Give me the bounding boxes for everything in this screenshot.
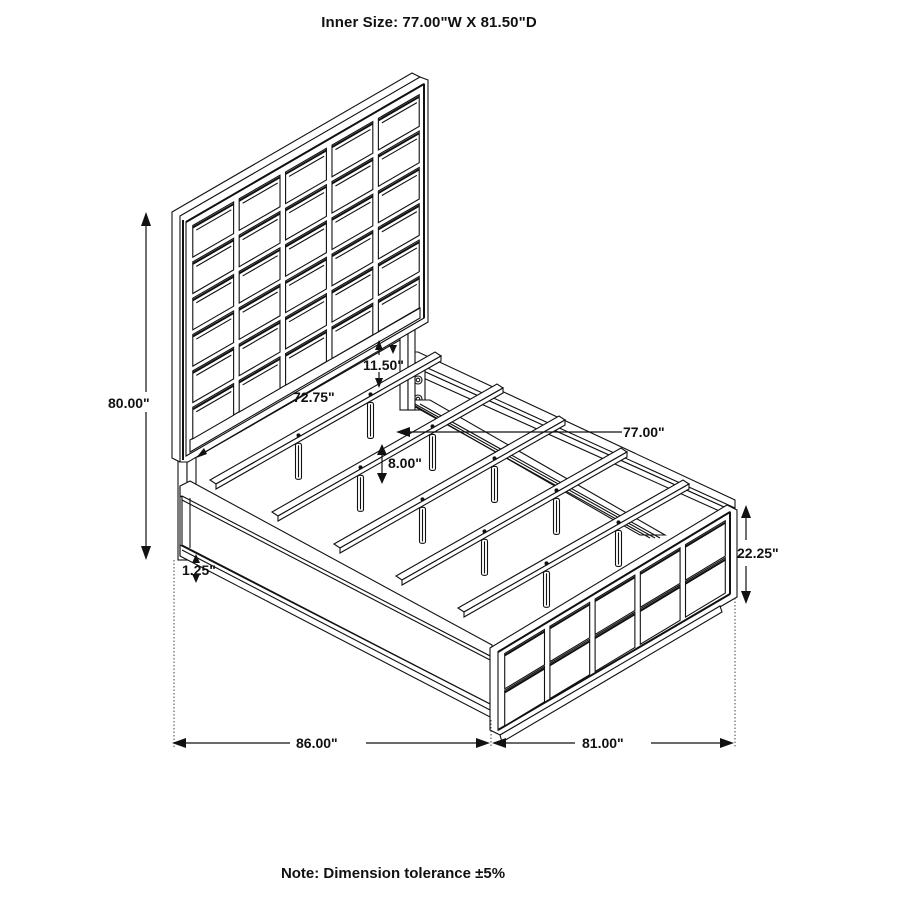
footboard-panel — [549, 638, 591, 700]
slat — [332, 415, 567, 554]
headboard-panel — [331, 120, 374, 178]
extension-lines — [173, 560, 736, 748]
dim-overall-width — [492, 738, 734, 748]
headboard-panel — [331, 265, 374, 324]
slats — [208, 351, 691, 618]
headboard-panel — [377, 130, 420, 188]
headboard-panel — [377, 202, 420, 260]
label-overall-width: 81.00" — [582, 735, 624, 751]
headboard-panel — [238, 246, 281, 304]
headboard-panel — [192, 273, 235, 331]
footboard — [489, 504, 738, 743]
headboard-panel — [331, 156, 374, 215]
footboard-panel — [684, 519, 726, 582]
dim-headboard-height — [141, 212, 151, 560]
headboard-panel — [377, 93, 420, 151]
headboard-panel — [285, 292, 327, 350]
headboard-panel — [238, 210, 281, 268]
slat — [456, 479, 691, 618]
footboard-panel — [684, 556, 726, 619]
headboard-panel — [192, 237, 235, 295]
footboard-panel — [549, 601, 591, 663]
label-overall-length: 86.00" — [296, 735, 338, 751]
headboard-panel — [238, 319, 281, 377]
headboard-panel — [377, 239, 420, 297]
dim-headboard-clearance — [375, 340, 397, 388]
tolerance-note: Note: Dimension tolerance ±5% — [280, 865, 506, 882]
dim-inner-width — [396, 427, 622, 437]
footboard-panel — [594, 574, 636, 636]
footboard-panel — [594, 611, 636, 673]
label-rail-offset: 1.25" — [182, 562, 216, 578]
left-side-rail — [179, 480, 493, 719]
headboard-panel — [285, 220, 327, 278]
footboard-panel — [504, 665, 546, 727]
headboard-panel — [285, 256, 327, 314]
headboard-panel — [192, 309, 235, 368]
slat — [208, 351, 443, 490]
footboard-panel — [639, 583, 681, 646]
headboard-panel — [285, 329, 327, 387]
headboard-panel — [238, 283, 281, 341]
headboard-panel — [331, 302, 374, 360]
headboard-panel — [377, 275, 420, 333]
dim-rail-offset — [192, 554, 200, 583]
headboard-panel — [238, 355, 281, 413]
label-headboard-width: 72.75" — [293, 389, 335, 405]
label-slat-height: 8.00" — [388, 455, 422, 471]
slat — [394, 447, 629, 586]
headboard-panel — [285, 183, 327, 241]
label-footboard-height: 22.25" — [737, 545, 779, 561]
label-headboard-height: 80.00" — [108, 395, 150, 411]
headboard-panel — [238, 174, 281, 232]
headboard-panel — [331, 193, 374, 251]
headboard-panels — [192, 93, 420, 440]
dim-footboard-height — [741, 505, 751, 604]
headboard-panel — [285, 147, 327, 205]
inner-size-title: Inner Size: 77.00"W X 81.50"D — [321, 14, 537, 31]
slat — [270, 383, 505, 522]
footboard-panels — [504, 519, 726, 727]
headboard-panel — [192, 346, 235, 404]
footboard-panel — [639, 546, 681, 609]
headboard-panel — [192, 382, 235, 440]
dim-overall-length — [172, 738, 490, 748]
dim-headboard-width — [196, 339, 401, 458]
headboard-panel — [377, 166, 420, 224]
label-headboard-clearance: 11.50" — [363, 357, 404, 373]
footboard-panel — [504, 628, 546, 690]
headboard-panel — [331, 229, 374, 287]
label-inner-width: 77.00" — [623, 424, 665, 440]
headboard-panel — [192, 200, 235, 259]
headboard — [171, 72, 429, 463]
dim-slat-height — [377, 444, 387, 484]
